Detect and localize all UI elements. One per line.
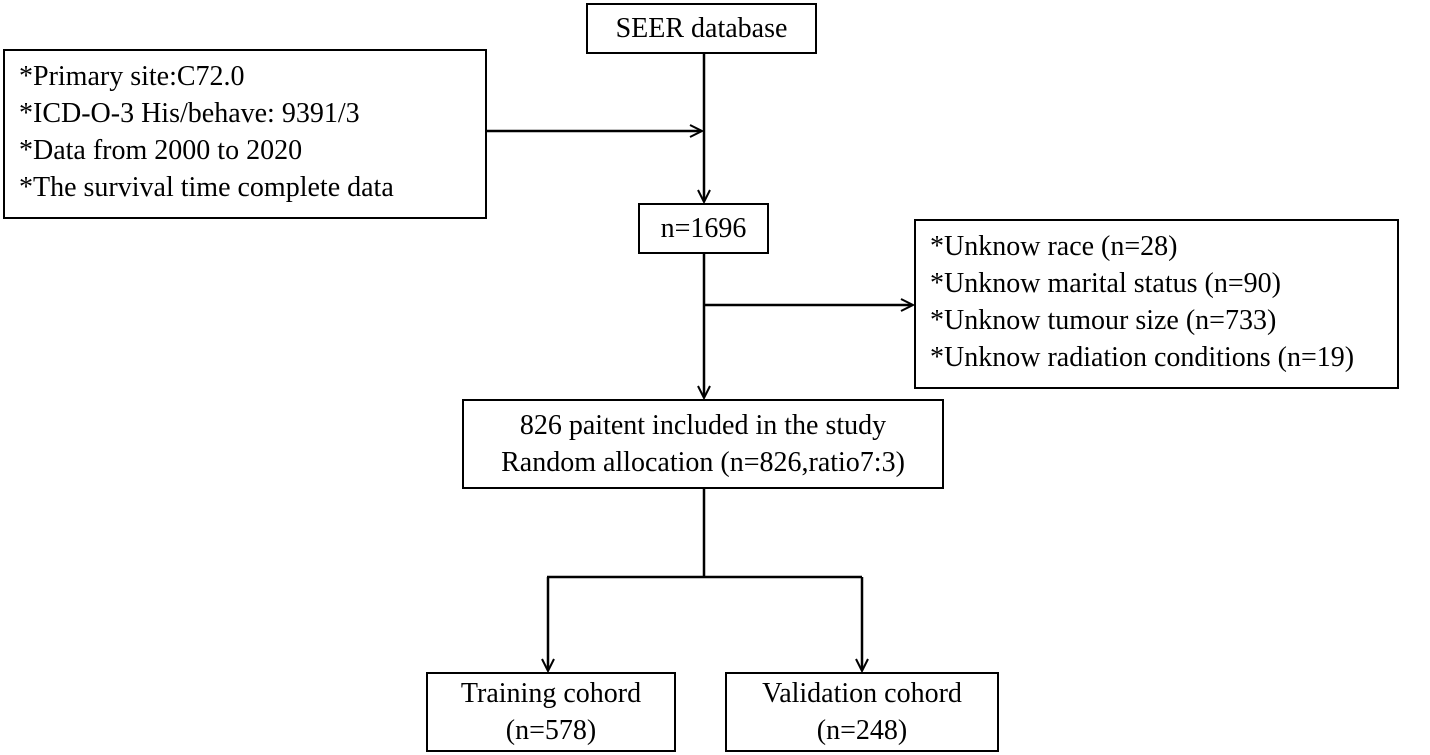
validation-cohort-box: Validation cohord (n=248) <box>725 672 999 752</box>
inclusion-line-1: *Primary site:C72.0 <box>19 61 245 92</box>
inclusion-line-2: *ICD-O-3 His/behave: 9391/3 <box>19 98 360 129</box>
exclusion-line-4: *Unknow radiation conditions (n=19) <box>930 342 1355 373</box>
validation-line-2: (n=248) <box>816 715 908 746</box>
inclusion-criteria-box: *Primary site:C72.0 *ICD-O-3 His/behave:… <box>3 49 487 219</box>
inclusion-line-3: *Data from 2000 to 2020 <box>19 135 303 166</box>
training-cohort-box: Training cohord (n=578) <box>426 672 676 752</box>
initial-count-label: n=1696 <box>660 213 747 244</box>
training-line-2: (n=578) <box>505 715 597 746</box>
seer-database-label: SEER database <box>615 13 788 44</box>
seer-database-box: SEER database <box>586 3 817 54</box>
exclusion-line-2: *Unknow marital status (n=90) <box>930 268 1281 299</box>
exclusion-line-1: *Unknow race (n=28) <box>930 231 1178 262</box>
exclusion-line-3: *Unknow tumour size (n=733) <box>930 305 1277 336</box>
training-line-1: Training cohord <box>460 678 642 709</box>
exclusion-criteria-box: *Unknow race (n=28) *Unknow marital stat… <box>914 219 1399 389</box>
inclusion-line-4: *The survival time complete data <box>19 172 394 203</box>
included-line-2: Random allocation (n=826,ratio7:3) <box>501 447 905 478</box>
included-line-1: 826 paitent included in the study <box>519 410 887 441</box>
initial-count-box: n=1696 <box>638 203 769 254</box>
included-patients-box: 826 paitent included in the study Random… <box>462 399 944 489</box>
validation-line-1: Validation cohord <box>762 678 962 709</box>
